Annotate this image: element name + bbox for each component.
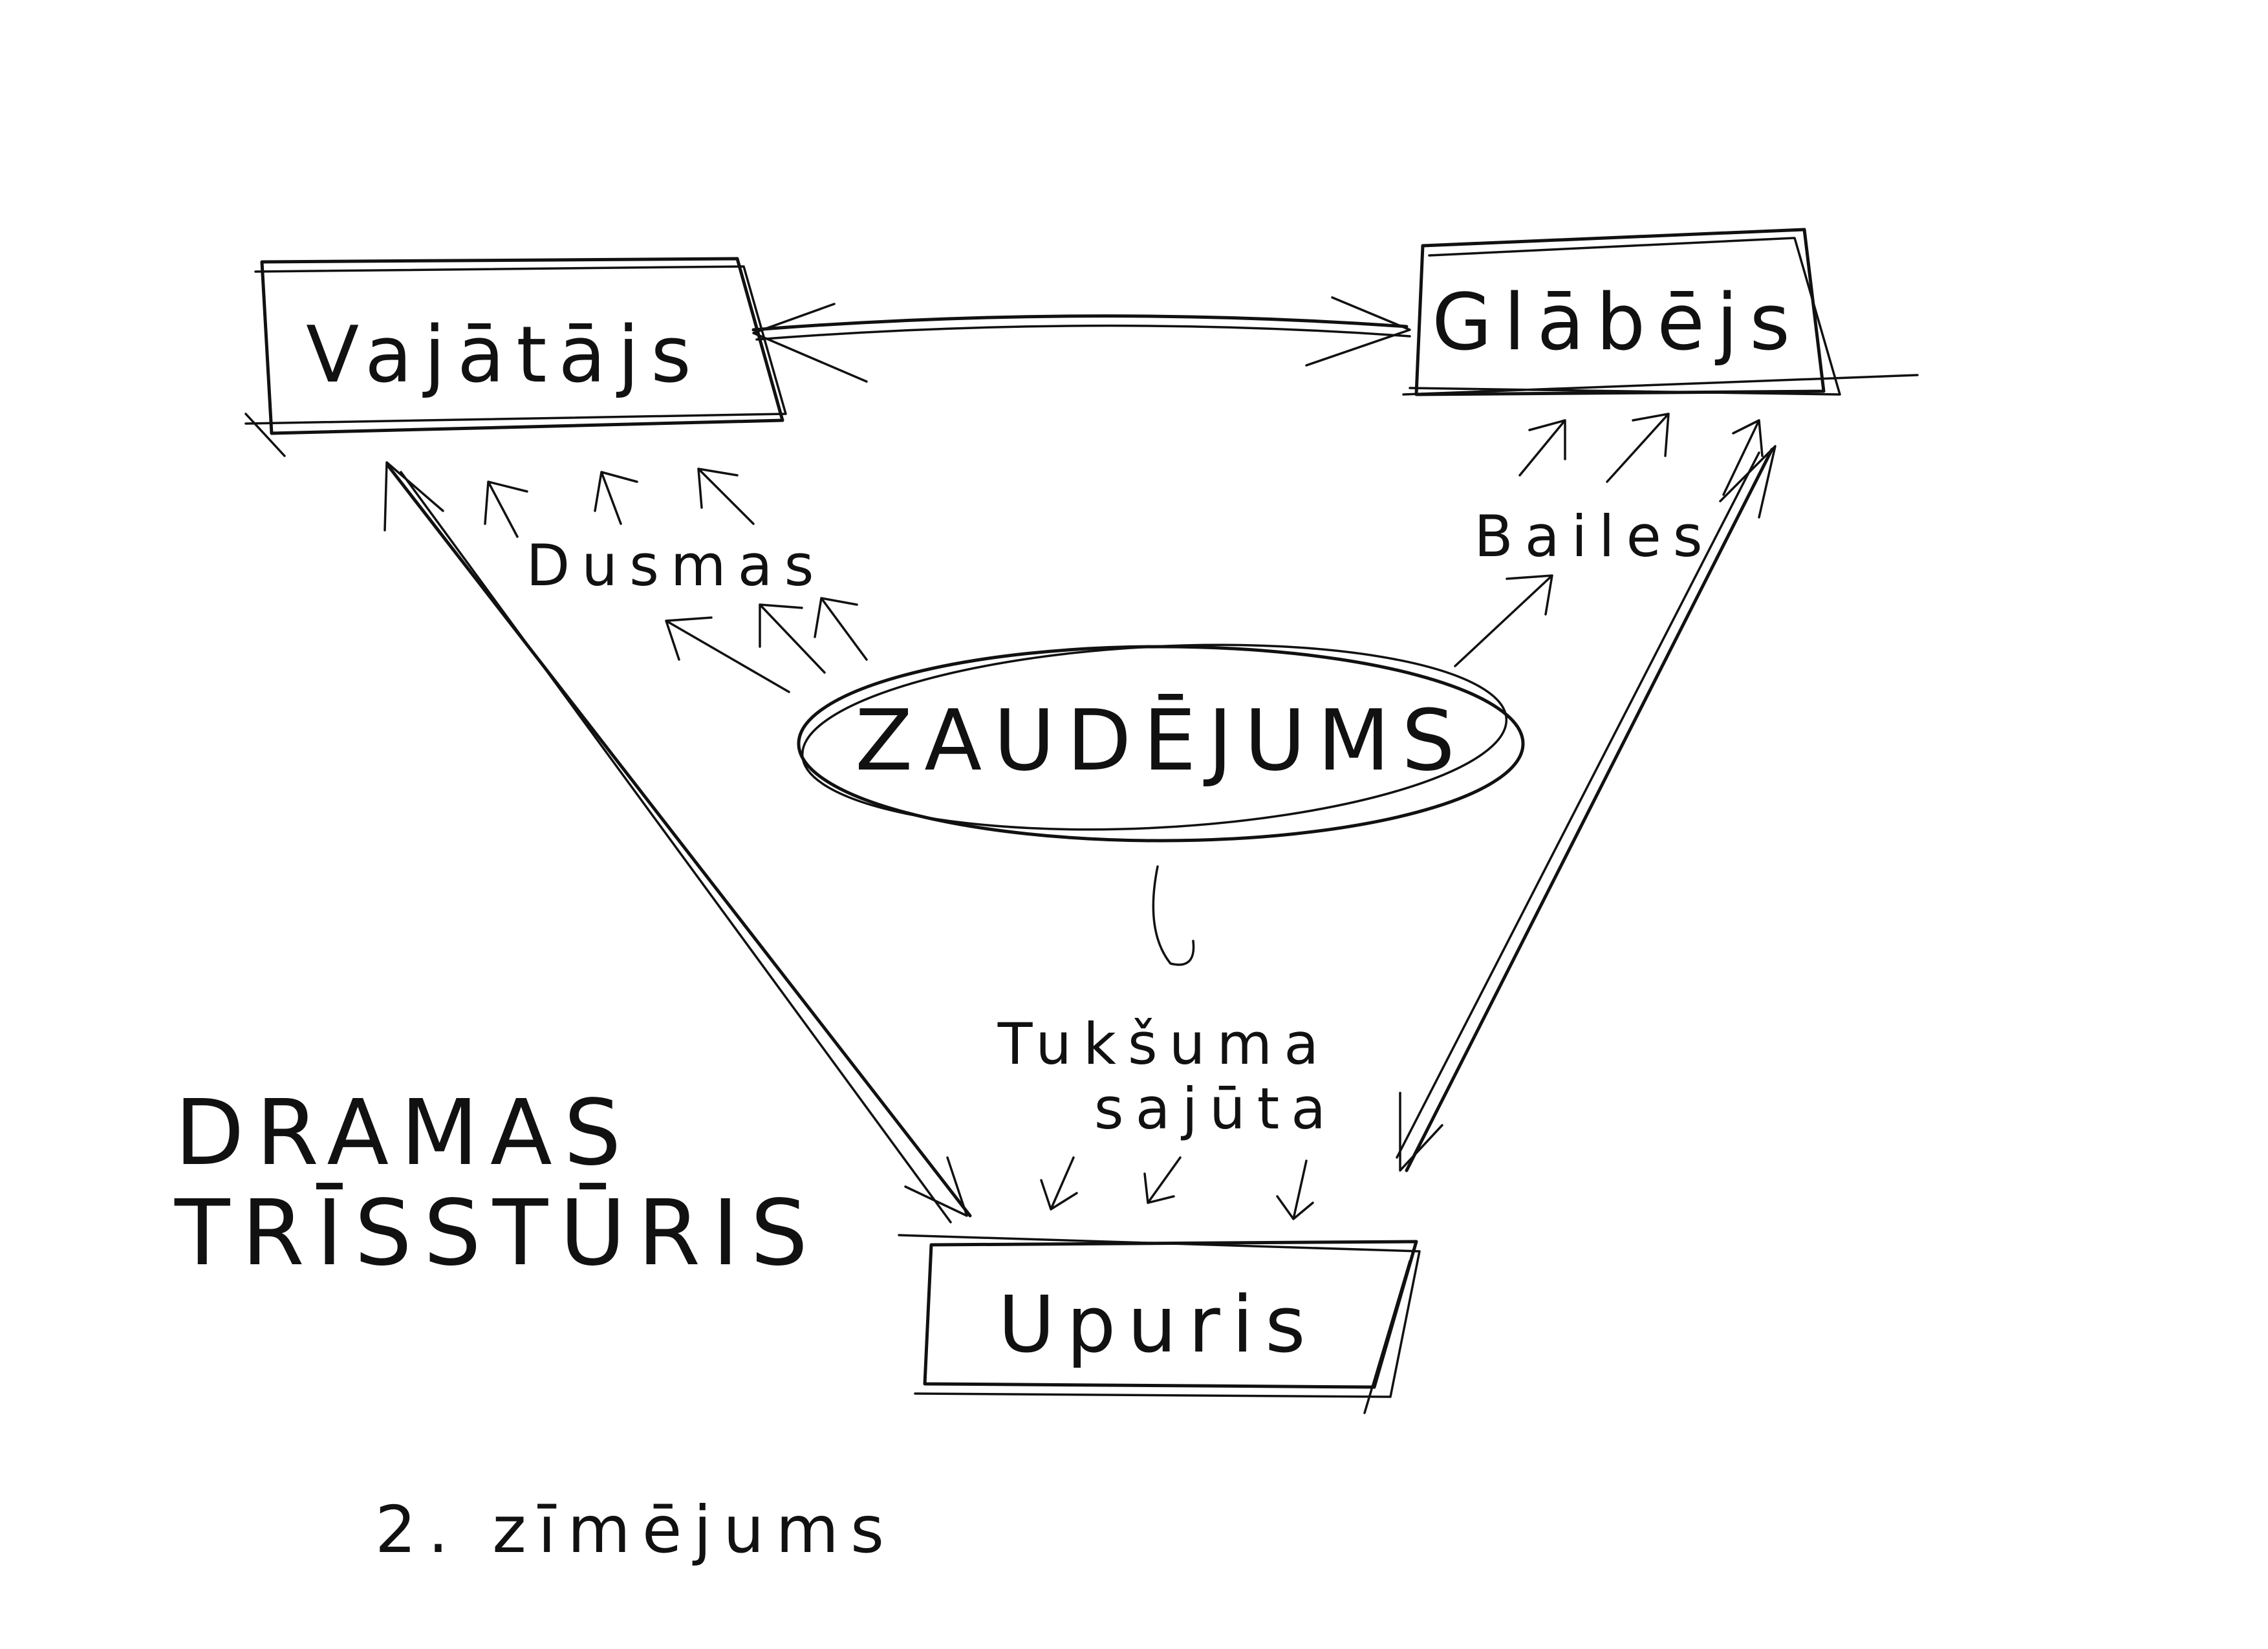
anger-arrow: [665, 616, 790, 693]
arrowhead-down-victim-right: [1399, 1092, 1443, 1172]
anger-arrow: [759, 603, 826, 674]
persecutor-victim-line: [386, 464, 972, 1218]
loss-ellipse-sketch-line: [801, 643, 1508, 831]
persecutor-victim-arrow: [383, 461, 972, 1223]
rescuer-victim-arrow: [1396, 445, 1777, 1172]
anger-arrows: Dusmas: [484, 468, 868, 693]
anger-arrow: [594, 471, 638, 525]
persecutor-rescuer-line: [751, 314, 1409, 332]
fear-arrows: Bailes: [1454, 413, 1764, 667]
emptiness-arrow: [1040, 1156, 1078, 1211]
anger-label: Dusmas: [526, 532, 826, 599]
title-line1: DRAMAS: [175, 1081, 633, 1186]
anger-arrow: [697, 468, 755, 525]
title-line2: TRĪSSTŪRIS: [174, 1181, 819, 1286]
fear-arrow: [1722, 419, 1764, 496]
rescuer-node: Glābējs: [1402, 228, 1919, 396]
arrowhead-up-persecutor: [383, 461, 444, 532]
emptiness-main-arrow: [1152, 865, 1195, 966]
persecutor-rescuer-arrow: [751, 296, 1411, 383]
emptiness-label-line2: sajūta: [1094, 1075, 1337, 1142]
diagram-title: DRAMAS TRĪSSTŪRIS: [174, 1081, 819, 1286]
persecutor-label: Vajātājs: [306, 310, 703, 400]
arrowhead-left: [752, 303, 868, 383]
rescuer-box: [1414, 228, 1826, 396]
arrowhead-up-rescuer: [1719, 445, 1777, 519]
victim-node: Upuris: [898, 1234, 1421, 1414]
emptiness-arrows: Tukšuma sajūta: [997, 865, 1337, 1220]
emptiness-label-line1: Tukšuma: [997, 1011, 1330, 1077]
persecutor-node: Vajātājs: [244, 257, 787, 457]
rescuer-box-sketch-line: [1402, 237, 1919, 396]
victim-box: [923, 1240, 1418, 1389]
persecutor-box: [260, 257, 784, 435]
victim-label: Upuris: [998, 1280, 1317, 1370]
victim-box-sketch-line: [898, 1234, 1421, 1414]
fear-arrow: [1606, 413, 1670, 483]
loss-node: ZAUDĒJUMS: [797, 643, 1525, 843]
rescuer-victim-line-sketch: [1396, 451, 1760, 1159]
emptiness-arrow: [1276, 1159, 1314, 1220]
figure-caption: 2. zīmējums: [375, 1492, 896, 1568]
anger-arrow: [484, 480, 528, 538]
loss-label: ZAUDĒJUMS: [855, 691, 1467, 790]
anger-arrow: [814, 597, 868, 661]
arrowhead-down-victim: [904, 1156, 968, 1217]
persecutor-rescuer-line-sketch: [755, 324, 1411, 341]
emptiness-arrow: [1143, 1156, 1182, 1204]
fear-arrow: [1518, 419, 1566, 477]
arrowhead-right: [1305, 296, 1411, 367]
rescuer-label: Glābējs: [1432, 278, 1802, 368]
persecutor-box-sketch-line: [244, 265, 787, 457]
fear-label: Bailes: [1474, 503, 1714, 570]
persecutor-victim-line-sketch: [400, 471, 952, 1223]
rescuer-victim-line: [1405, 447, 1774, 1172]
fear-arrow: [1454, 574, 1553, 667]
